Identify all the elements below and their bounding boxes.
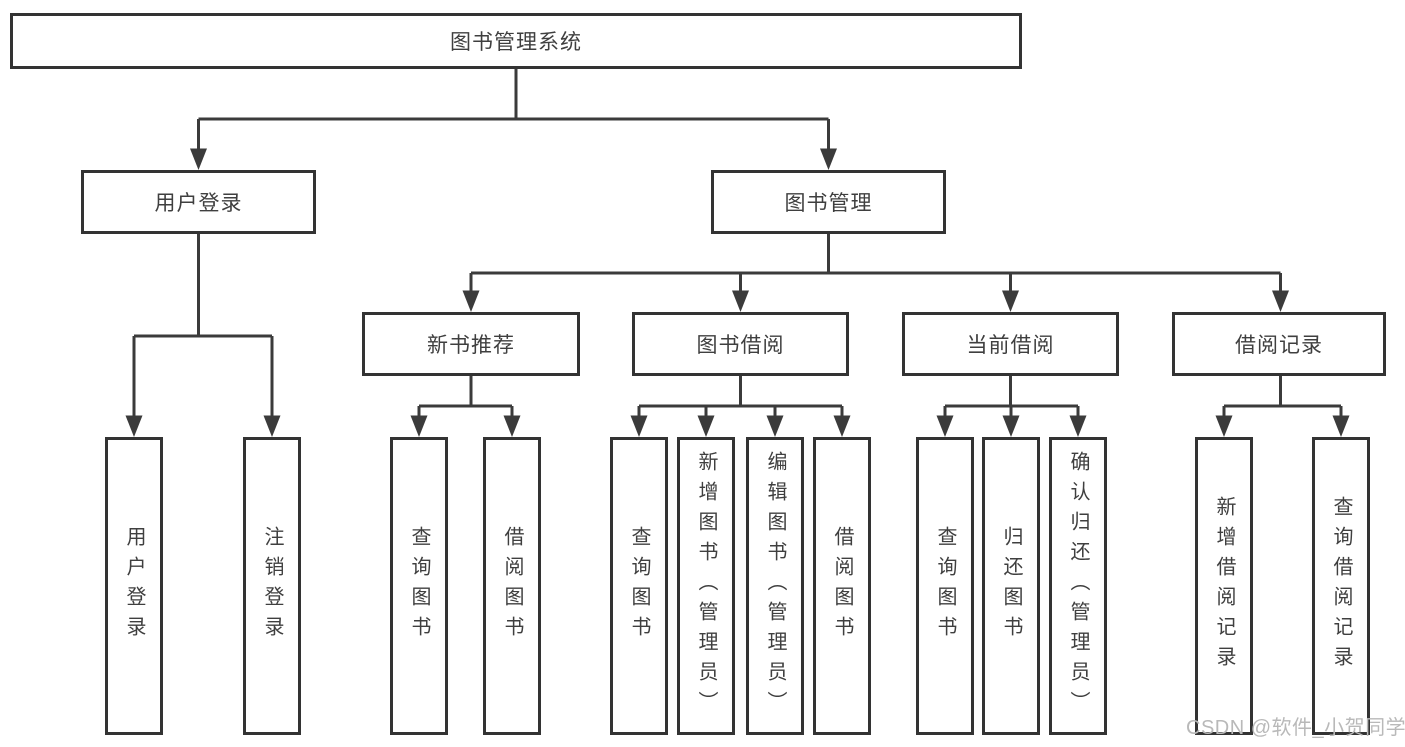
arrowhead	[1002, 290, 1019, 312]
leaf-add-books-admin-label: 新增图书（管理员）	[695, 451, 717, 721]
connector-newbook-to-leaves	[410, 376, 521, 437]
arrowhead	[820, 148, 837, 170]
leaf-logout-label: 注销登录	[261, 526, 283, 646]
node-root-label: 图书管理系统	[450, 31, 582, 54]
arrowhead	[125, 415, 143, 437]
leaf-borrow-books-recommend: 借阅图书	[483, 437, 541, 735]
arrowhead	[1272, 290, 1289, 312]
leaf-add-borrow-record-label: 新增借阅记录	[1213, 496, 1235, 676]
connector-bookmgmt-to-level3	[462, 234, 1289, 312]
leaf-edit-books-admin: 编辑图书（管理员）	[746, 437, 804, 735]
node-new-book-recommend-label: 新书推荐	[427, 334, 515, 357]
arrowhead	[410, 415, 428, 437]
node-book-borrow-label: 图书借阅	[696, 334, 785, 357]
leaf-query-books-current-label: 查询图书	[934, 526, 956, 646]
leaf-edit-books-admin-label: 编辑图书（管理员）	[764, 451, 786, 721]
leaf-user-login: 用户登录	[105, 437, 163, 735]
node-user-login: 用户登录	[81, 170, 316, 234]
leaf-borrow-books-label: 借阅图书	[831, 526, 853, 646]
node-book-borrow: 图书借阅	[632, 312, 849, 376]
node-user-login-label: 用户登录	[154, 192, 243, 215]
leaf-borrow-books: 借阅图书	[813, 437, 871, 735]
arrowhead	[766, 415, 784, 437]
arrowhead	[1215, 415, 1233, 437]
node-borrow-records-label: 借阅记录	[1235, 334, 1323, 357]
node-borrow-records: 借阅记录	[1172, 312, 1386, 376]
node-book-management: 图书管理	[711, 170, 946, 234]
leaf-query-books-borrow-label: 查询图书	[628, 526, 650, 646]
arrowhead	[833, 415, 851, 437]
leaf-query-books-current: 查询图书	[916, 437, 974, 735]
node-new-book-recommend: 新书推荐	[362, 312, 580, 376]
leaf-confirm-return-admin-label: 确认归还（管理员）	[1067, 451, 1089, 721]
arrowhead	[1002, 415, 1020, 437]
node-current-borrow-label: 当前借阅	[966, 334, 1055, 357]
leaf-query-books-recommend: 查询图书	[390, 437, 448, 735]
arrowhead	[732, 290, 749, 312]
arrowhead	[1332, 415, 1350, 437]
arrowhead	[936, 415, 954, 437]
leaf-confirm-return-admin: 确认归还（管理员）	[1049, 437, 1107, 735]
leaf-user-login-label: 用户登录	[123, 526, 145, 646]
arrowhead	[263, 415, 281, 437]
leaf-borrow-books-recommend-label: 借阅图书	[501, 526, 523, 646]
arrowhead	[630, 415, 648, 437]
leaf-add-books-admin: 新增图书（管理员）	[677, 437, 735, 735]
arrowhead	[503, 415, 521, 437]
connector-bookborrow-to-leaves	[630, 376, 851, 437]
leaf-add-borrow-record: 新增借阅记录	[1195, 437, 1253, 735]
leaf-query-borrow-record-label: 查询借阅记录	[1330, 496, 1352, 676]
leaf-return-books-label: 归还图书	[1000, 526, 1022, 646]
leaf-logout: 注销登录	[243, 437, 301, 735]
node-root: 图书管理系统	[10, 13, 1022, 69]
leaf-query-books-borrow: 查询图书	[610, 437, 668, 735]
connector-root-to-level2	[190, 69, 837, 170]
arrowhead	[462, 290, 480, 312]
node-book-management-label: 图书管理	[784, 192, 873, 215]
leaf-query-books-recommend-label: 查询图书	[408, 526, 430, 646]
leaf-query-borrow-record: 查询借阅记录	[1312, 437, 1370, 735]
arrowhead	[1069, 415, 1087, 437]
leaf-return-books: 归还图书	[982, 437, 1040, 735]
watermark: CSDN @软件_小贺同学	[1186, 717, 1405, 739]
arrowhead	[190, 148, 207, 170]
connector-currentborrow-to-leaves	[936, 376, 1087, 437]
connector-userlogin-to-leaves	[125, 234, 281, 437]
node-current-borrow: 当前借阅	[902, 312, 1119, 376]
arrowhead	[697, 415, 715, 437]
connector-borrowrecords-to-leaves	[1215, 376, 1350, 437]
